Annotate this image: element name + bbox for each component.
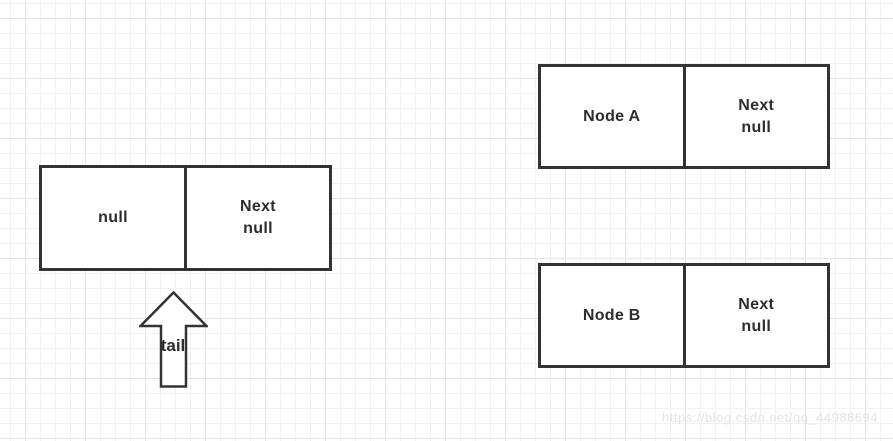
watermark-text: https://blog.csdn.net/qq_44988694	[662, 410, 878, 425]
node-b-data-cell: Node B	[541, 266, 686, 365]
up-arrow-icon	[139, 291, 208, 388]
node-a-next-cell: Next null	[738, 96, 775, 136]
tail-node-data-cell: null	[42, 168, 187, 268]
node-a-data-cell: Node A	[541, 67, 686, 166]
tail-node-box: null Next null	[39, 165, 332, 271]
node-a-box: Node A Next null	[538, 64, 830, 169]
tail-pointer-label: tail	[160, 336, 186, 355]
node-b-box: Node B Next null	[538, 263, 830, 368]
node-b-next-cell: Next null	[738, 295, 775, 335]
tail-node-next-cell: Next null	[240, 198, 276, 237]
